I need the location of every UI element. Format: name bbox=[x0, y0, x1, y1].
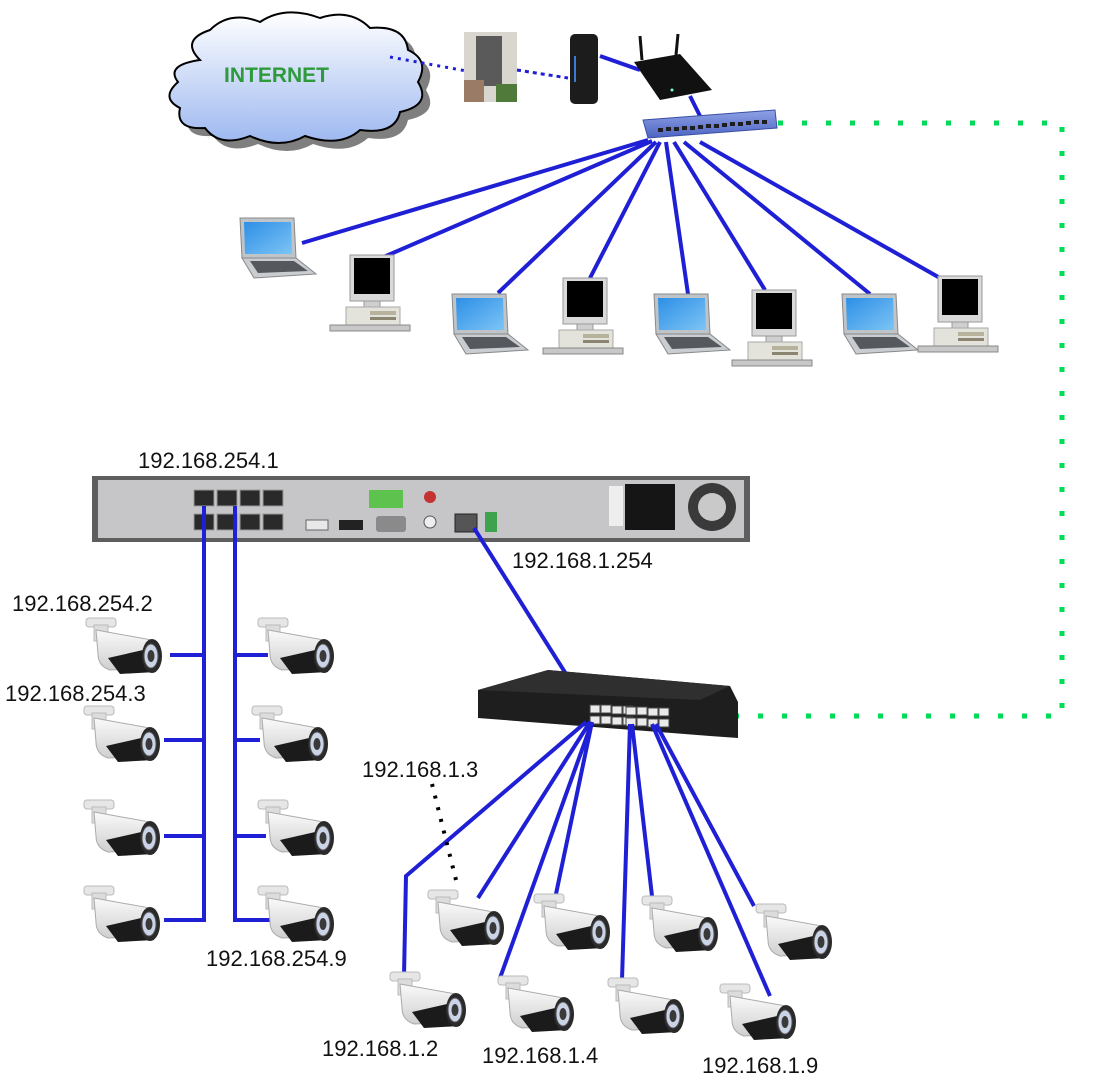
lan-switch-icon bbox=[642, 109, 778, 139]
laptop-icon bbox=[451, 293, 529, 355]
cam-1-3-label: 192.168.1.3 bbox=[362, 757, 478, 782]
lan-cable bbox=[682, 140, 872, 296]
lan-cable bbox=[664, 141, 690, 295]
camera-icon bbox=[497, 975, 575, 1033]
desktop-icon bbox=[731, 289, 813, 367]
camera-icon bbox=[251, 705, 329, 763]
lan-cable bbox=[496, 140, 658, 295]
camera-icon bbox=[427, 889, 505, 947]
camera-icon bbox=[607, 977, 685, 1035]
laptop-icon bbox=[653, 293, 731, 355]
nvr-camera-bus bbox=[164, 506, 272, 922]
laptop-icon bbox=[239, 217, 317, 279]
cam-254-2-label: 192.168.254.2 bbox=[12, 591, 153, 616]
laptop-icon bbox=[841, 293, 919, 355]
cam-1-4-label: 192.168.1.4 bbox=[482, 1043, 598, 1068]
camera-icon bbox=[533, 893, 611, 951]
lan-cable bbox=[371, 139, 653, 264]
switch-uplink-link bbox=[738, 120, 1065, 719]
cam-1-9-label: 192.168.1.9 bbox=[702, 1053, 818, 1078]
camera-icon bbox=[83, 799, 161, 857]
nvr-device bbox=[92, 476, 750, 542]
cloud-to-isp-link bbox=[389, 55, 473, 74]
lan-cable bbox=[699, 140, 941, 280]
modem-icon bbox=[570, 34, 598, 104]
desktop-icon bbox=[917, 275, 999, 353]
poe-ports bbox=[193, 489, 284, 531]
desktop-icon bbox=[542, 277, 624, 355]
camera-icon bbox=[257, 617, 335, 675]
nvr-poe-ip-label: 192.168.254.1 bbox=[138, 448, 279, 473]
modem-to-router-link bbox=[599, 54, 641, 72]
camera-icon bbox=[389, 971, 467, 1029]
lan-cable bbox=[672, 140, 767, 292]
internet-cloud: INTERNET bbox=[168, 11, 431, 151]
cam-254-9-label: 192.168.254.9 bbox=[206, 946, 347, 971]
camera-icon bbox=[85, 617, 163, 675]
desktop-icon bbox=[329, 254, 411, 332]
camera-icon bbox=[257, 885, 335, 943]
lan-cable bbox=[588, 141, 662, 279]
poe-switch-camera-cables bbox=[402, 720, 772, 997]
camera-icon bbox=[83, 705, 161, 763]
router-to-switch-link bbox=[688, 95, 702, 117]
isp-building-icon bbox=[464, 32, 517, 102]
cam-1-2-label: 192.168.1.2 bbox=[322, 1036, 438, 1061]
camera-icon bbox=[83, 885, 161, 943]
internet-label: INTERNET bbox=[224, 64, 329, 87]
lan-cable bbox=[301, 138, 649, 245]
camera-icon bbox=[719, 983, 797, 1041]
camera-icon bbox=[641, 895, 719, 953]
router-icon bbox=[634, 33, 712, 100]
nvr-lan-ip-label: 192.168.1.254 bbox=[512, 548, 653, 573]
poe-switch-device bbox=[478, 670, 738, 738]
camera-icon bbox=[755, 903, 833, 961]
cam-254-3-label: 192.168.254.3 bbox=[5, 681, 146, 706]
isp-to-modem-link bbox=[516, 68, 569, 80]
camera-icon bbox=[257, 799, 335, 857]
